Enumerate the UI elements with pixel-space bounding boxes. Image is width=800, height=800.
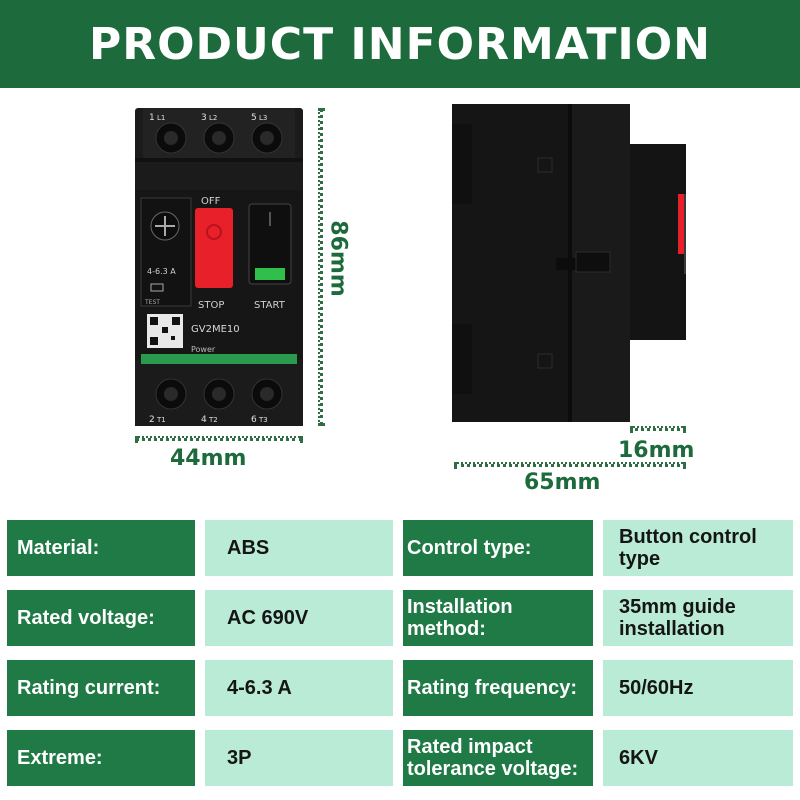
range-label: 4-6.3 A xyxy=(147,267,176,276)
spec-value: 3P xyxy=(205,730,393,786)
width-dimension-label: 44mm xyxy=(170,446,247,471)
spec-label: Installation method: xyxy=(403,590,593,646)
spec-row: Rating current: 4-6.3 A Rating frequency… xyxy=(0,660,800,716)
test-label: TEST xyxy=(144,299,160,306)
stop-button xyxy=(195,208,233,288)
terminal-sub-3: L2 xyxy=(209,114,217,122)
terminal-label-2: 2 xyxy=(149,415,155,425)
spec-label: Rating current: xyxy=(7,660,195,716)
terminal-sub-6: T3 xyxy=(258,416,268,424)
depth-dimension-line xyxy=(454,462,686,467)
start-button xyxy=(248,203,292,285)
protrusion-dimension-label: 16mm xyxy=(618,438,695,463)
start-label: START xyxy=(254,300,286,311)
depth-dimension-label: 65mm xyxy=(524,470,601,495)
terminal-sub-1: L1 xyxy=(157,114,165,122)
spec-value: AC 690V xyxy=(205,590,393,646)
spec-label: Control type: xyxy=(403,520,593,576)
spec-value: ABS xyxy=(205,520,393,576)
header-banner: PRODUCT INFORMATION xyxy=(0,0,800,88)
spec-label: Rating frequency: xyxy=(403,660,593,716)
protrusion-dimension-line xyxy=(630,426,686,431)
spec-label: Rated impact tolerance voltage: xyxy=(403,730,593,786)
spec-label: Material: xyxy=(7,520,195,576)
spec-value: Button control type xyxy=(603,520,793,576)
width-dimension-line xyxy=(135,436,303,441)
green-stripe xyxy=(141,354,297,364)
spec-row: Rated voltage: AC 690V Installation meth… xyxy=(0,590,800,646)
spec-row: Material: ABS Control type: Button contr… xyxy=(0,520,800,576)
terminal-label-4: 4 xyxy=(201,415,207,425)
terminal-sub-5: L3 xyxy=(259,114,267,122)
terminal-sub-2: T1 xyxy=(156,416,166,424)
terminal-label-3: 3 xyxy=(201,113,207,123)
height-dimension-label: 86mm xyxy=(325,220,351,297)
bottom-terminals xyxy=(155,378,283,410)
spec-value: 50/60Hz xyxy=(603,660,793,716)
start-indicator xyxy=(255,268,285,280)
power-label: Power xyxy=(191,345,216,354)
spec-value: 4-6.3 A xyxy=(205,660,393,716)
spec-value: 6KV xyxy=(603,730,793,786)
spec-label: Rated voltage: xyxy=(7,590,195,646)
spec-value: 35mm guide installation xyxy=(603,590,793,646)
spec-label: Extreme: xyxy=(7,730,195,786)
device-front-view: 1 L1 3 L2 5 L3 4-6.3 A TEST OFF STOP STA… xyxy=(135,108,303,426)
spec-table: Material: ABS Control type: Button contr… xyxy=(0,520,800,800)
terminal-label-5: 5 xyxy=(251,113,257,123)
page-title: PRODUCT INFORMATION xyxy=(89,18,711,70)
height-dimension-line xyxy=(318,108,323,426)
terminal-label-1: 1 xyxy=(149,113,155,123)
product-images: 1 L1 3 L2 5 L3 4-6.3 A TEST OFF STOP STA… xyxy=(0,88,800,508)
terminal-sub-4: T2 xyxy=(208,416,218,424)
side-stop-button-edge xyxy=(678,194,686,254)
off-label: OFF xyxy=(201,196,221,207)
top-terminals xyxy=(155,122,283,154)
stop-label: STOP xyxy=(198,300,224,311)
terminal-label-6: 6 xyxy=(251,415,257,425)
spec-row: Extreme: 3P Rated impact tolerance volta… xyxy=(0,730,800,786)
model-label: GV2ME10 xyxy=(191,324,240,335)
device-side-view xyxy=(452,104,686,422)
